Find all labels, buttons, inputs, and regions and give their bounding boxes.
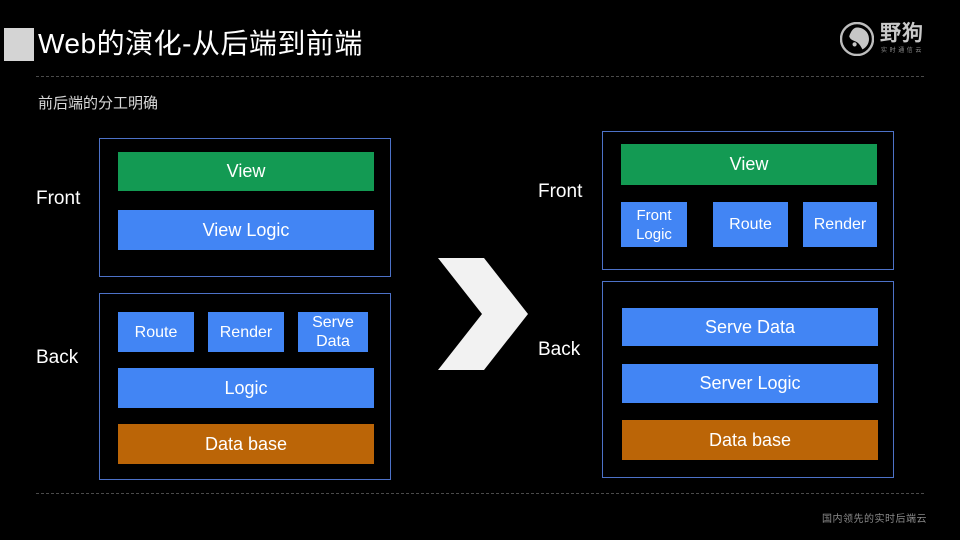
block-serve-data: Serve Data [622,308,878,346]
footer-divider [36,493,924,494]
block-serve-data: Serve Data [298,312,368,352]
block-route: Route [713,202,788,247]
left-back-label: Back [36,347,79,368]
header-divider [36,76,924,77]
left-back-group: Route Render Serve Data Logic Data base [99,293,391,480]
slide-subtitle: 前后端的分工明确 [38,95,159,112]
chevron-right-arrow-icon [438,258,528,370]
block-view: View [621,144,877,185]
block-view: View [118,152,374,191]
right-front-label: Front [538,181,583,202]
block-front-logic: Front Logic [621,202,687,247]
block-view-logic: View Logic [118,210,374,250]
block-render: Render [208,312,284,352]
logo-wordmark: 野狗 [880,22,924,45]
footer-note: 国内领先的实时后端云 [822,514,927,525]
block-server-logic: Server Logic [622,364,878,403]
left-front-group: View View Logic [99,138,391,277]
right-back-group: Serve Data Server Logic Data base [602,281,894,478]
block-database: Data base [118,424,374,464]
title-accent-square [4,28,34,61]
page-title: Web的演化-从后端到前端 [38,28,363,59]
left-front-label: Front [36,188,81,209]
brand-logo: 野狗 实时通信云 [840,22,936,58]
block-database: Data base [622,420,878,460]
block-render: Render [803,202,877,247]
dog-head-circle-icon [840,22,874,56]
block-logic: Logic [118,368,374,408]
right-back-label: Back [538,339,581,360]
logo-tagline: 实时通信云 [881,48,925,54]
right-front-group: View Front Logic Route Render [602,131,894,270]
block-route: Route [118,312,194,352]
